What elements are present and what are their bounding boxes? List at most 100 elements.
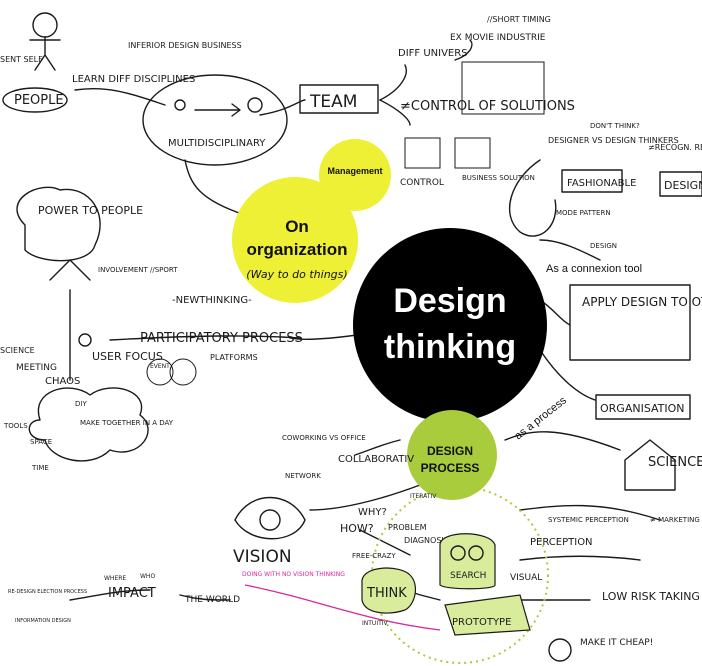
business-solution-label: BUSINESS SOLUTION: [462, 174, 535, 182]
house-icon: [624, 439, 676, 491]
who-label: WHO: [140, 573, 155, 580]
marketing-label: ≠ MARKETING RES: [650, 516, 702, 524]
cheap-icon: [548, 638, 572, 662]
connector-lines: [49, 39, 661, 631]
arrow-icon: [194, 103, 241, 117]
redesign-label: RE-DESIGN ELECTION PROCESS: [8, 589, 87, 595]
diy-label: DIY: [75, 400, 87, 408]
organisation-box: [595, 394, 691, 420]
design-edge-box: [659, 171, 702, 197]
iteratif-label: ITERATIV: [410, 493, 437, 500]
mode-label: MODE PATTERN: [556, 209, 611, 217]
multidisciplinary-label: MULTIDISCIPLINARY: [168, 138, 266, 149]
organisation-label: ORGANISATION: [600, 402, 685, 415]
apply-box: [569, 284, 691, 361]
fashionable-box: [561, 169, 623, 193]
low-risk-label: LOW RISK TAKING: [602, 590, 700, 603]
hub-line2: thinking: [384, 328, 516, 366]
recruit-label: ≠RECOGN. RECRUTE: [648, 143, 702, 152]
people-bubble: [2, 87, 68, 113]
movie-label: EX MOVIE INDUSTRIE: [450, 33, 546, 43]
information-label: INFORMATION DESIGN: [15, 618, 71, 624]
control-small-label: CONTROL: [400, 178, 444, 188]
org-line1: On: [285, 217, 309, 236]
multidisciplinary-bubble: [142, 74, 288, 166]
designer-vs-label: DESIGNER VS DESIGN THINKERS: [548, 136, 679, 145]
chaos-label: CHAOS: [45, 376, 80, 387]
how-label: HOW?: [340, 522, 374, 535]
meeting-label: MEETING: [16, 363, 57, 373]
vision-eye: [234, 496, 306, 540]
control-label: ≠CONTROL OF SOLUTIONS: [400, 99, 575, 114]
vision-label: VISION: [233, 547, 292, 567]
vision-iris-icon: [259, 509, 281, 531]
prototype-box: [444, 594, 531, 636]
prototype-label: PROTOTYPE: [452, 617, 511, 628]
business-box: [454, 137, 491, 169]
design-tag-label: DESIGN: [590, 242, 617, 250]
free-crazy-label: FREE-CRAZY: [352, 552, 396, 560]
design-edge-label: DESIGN: [664, 179, 702, 192]
make-together-label: MAKE TOGETHER IN A DAY: [80, 419, 174, 427]
people-label: PEOPLE: [14, 93, 64, 108]
apply-label: APPLY DESIGN TO OTHER FIELDS: [582, 295, 702, 309]
perception-label: PERCEPTION: [530, 537, 593, 548]
network-label: NETWORK: [285, 472, 321, 480]
newthinking-label: -NEWTHINKING-: [172, 295, 252, 306]
systemic-label: SYSTEMIC PERCEPTION: [548, 516, 629, 524]
hub-line1: Design: [393, 282, 506, 320]
process-line2: PROCESS: [421, 461, 480, 475]
org-line3: (Way to do things): [246, 268, 347, 281]
power-label: POWER TO PEOPLE: [38, 204, 143, 217]
intuitiv-label: INTUITIV: [362, 620, 389, 627]
org-line2: organization: [246, 240, 347, 259]
think-label: THINK: [366, 586, 407, 601]
as-process-label: as a process: [512, 394, 569, 442]
team-box: [299, 84, 379, 114]
sent-self: SENT SELF: [0, 55, 43, 64]
space-label: SPACE: [30, 438, 52, 446]
collaborativ-label: COLLABORATIV: [338, 454, 414, 465]
science-left-label: SCIENCE: [0, 346, 35, 355]
time-label: TIME: [31, 464, 49, 472]
target-icon: [78, 333, 92, 347]
where-label: WHERE: [104, 575, 126, 582]
diagnosis-label: DIAGNOSIS: [404, 536, 449, 545]
science-label: SCIENCE RESEAR: [648, 455, 702, 470]
person-drawing: [32, 12, 58, 38]
diff-univers-label: DIFF UNIVERS: [398, 48, 468, 59]
participatory-label: PARTICIPATORY PROCESS: [140, 331, 303, 346]
platforms-label: PLATFORMS: [210, 353, 258, 362]
event-circle: [146, 358, 174, 386]
control-person-box: [404, 137, 441, 169]
design-process-node: [407, 410, 497, 500]
design-thinking-hub: [353, 228, 547, 422]
management-label: Management: [327, 166, 382, 176]
inferior-label: INFERIOR DESIGN BUSINESS: [128, 41, 242, 50]
tree-sketch: [509, 159, 557, 237]
search-label: SEARCH: [450, 571, 486, 581]
process-line1: DESIGN: [427, 444, 473, 458]
dont-think-label: DON'T THINK?: [590, 122, 640, 130]
cloud-sketch: [28, 387, 149, 462]
learn-label: LEARN DIFF DISCIPLINES: [72, 74, 195, 85]
lightbulb-icon: [247, 97, 263, 113]
impact-label: IMPACT: [108, 586, 156, 601]
team-label: TEAM: [309, 92, 357, 112]
tools-label: TOOLS: [3, 422, 28, 430]
connexion-label: As a connexion tool: [546, 263, 642, 275]
why-label: WHY?: [358, 507, 387, 518]
the-world-label: THE WORLD: [184, 595, 240, 605]
user-focus-label: USER FOCUS: [92, 350, 163, 363]
event-label: EVENT: [150, 363, 170, 370]
it-circle: [169, 358, 197, 386]
coworking-label: COWORKING VS OFFICE: [282, 434, 366, 442]
visual-label: VISUAL: [510, 573, 542, 583]
organization-node: [232, 177, 358, 303]
control-sketch-box: [461, 61, 545, 115]
binoculars-icon: [450, 545, 466, 561]
problem-label: PROBLEM: [388, 523, 427, 532]
involvement-label: INVOLVEMENT //SPORT: [98, 266, 178, 274]
vision-note: DOING WITH NO VISION THINKING: [242, 571, 345, 578]
